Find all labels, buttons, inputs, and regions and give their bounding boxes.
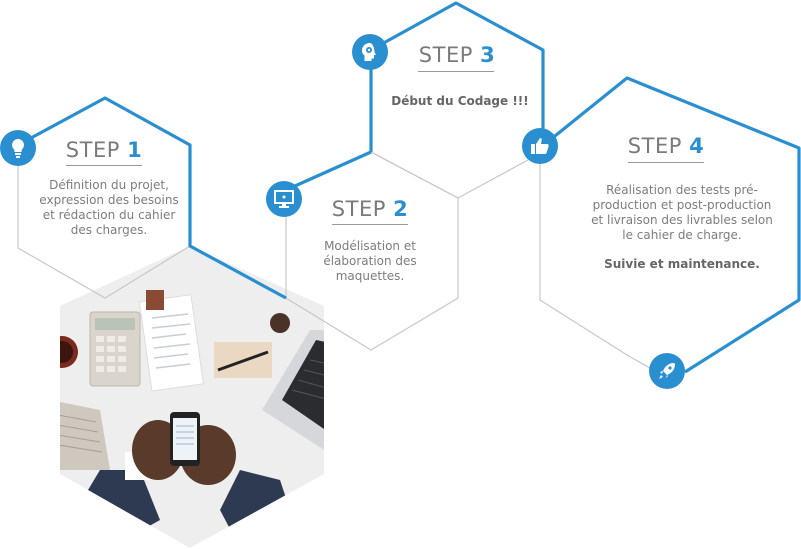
step-3-description: Début du Codage !!! <box>391 94 529 108</box>
step-1-description: Définition du projet, expression des bes… <box>39 178 179 237</box>
lightbulb-icon <box>0 130 36 166</box>
hex1-accent <box>17 96 287 300</box>
step-4-underline <box>628 162 704 163</box>
step-4-note: Suivie et maintenance. <box>604 257 760 271</box>
hex3-accent <box>369 1 545 152</box>
thumbs-up-icon <box>522 128 558 164</box>
hex2-accent <box>285 150 372 192</box>
step-2-title: STEP 2 <box>318 197 422 221</box>
step-1-number: 1 <box>127 138 143 162</box>
hex4-outline <box>539 160 658 373</box>
step-2-word: STEP <box>331 197 386 221</box>
step-4-description: Réalisation des tests pré-production et … <box>591 183 773 242</box>
step-3-word: STEP <box>418 43 473 67</box>
step-1-word: STEP <box>65 138 120 162</box>
hex3-outline <box>370 151 529 199</box>
rocket-icon <box>649 353 685 389</box>
step-3-title: STEP 3 <box>405 43 509 67</box>
step-2-number: 2 <box>393 197 409 221</box>
step-1-underline <box>66 165 142 166</box>
step-3-number: 3 <box>480 43 496 67</box>
hex4-accent <box>538 76 801 374</box>
step-4-number: 4 <box>689 134 705 158</box>
step-4-word: STEP <box>627 134 682 158</box>
photo-hexagon <box>60 246 324 548</box>
step-3-underline <box>418 71 494 72</box>
step-4-title: STEP 4 <box>614 134 718 158</box>
step-1-title: STEP 1 <box>52 138 156 162</box>
step-2-description: Modélisation et élaboration des maquette… <box>323 239 417 283</box>
head-gears-icon <box>352 34 388 70</box>
hex1-outline <box>17 145 191 299</box>
step-2-underline <box>332 224 408 225</box>
monitor-icon <box>266 181 302 217</box>
